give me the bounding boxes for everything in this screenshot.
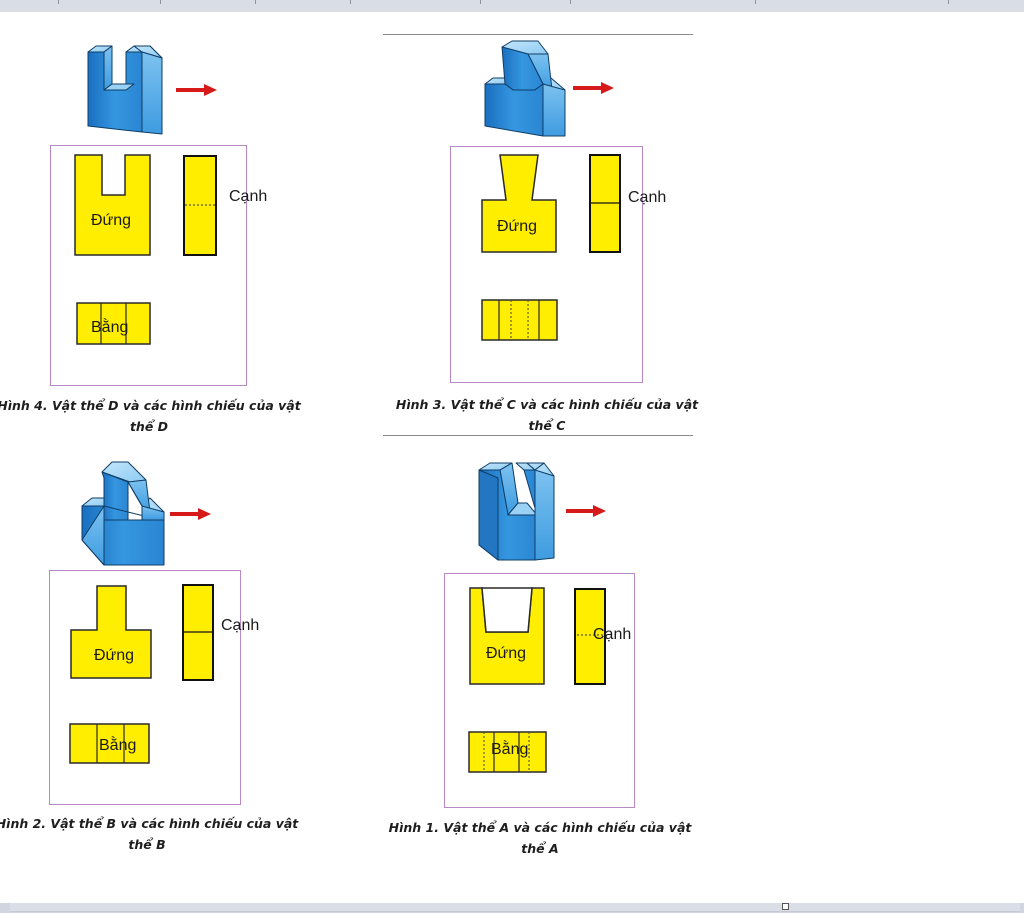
front-view-label-d: Đứng — [91, 212, 132, 229]
bottom-scrollbar[interactable] — [0, 903, 1024, 913]
top-view-label-d: Bằng — [91, 319, 129, 336]
caption-line-2: thể C — [528, 418, 566, 433]
view-direction-arrow-b — [170, 508, 211, 520]
caption-line-1: Hình 1. Vật thể A và các hình chiếu của … — [388, 820, 692, 835]
ruler-tick — [948, 0, 949, 4]
caption-line-1: Hình 3. Vật thể C và các hình chiếu của … — [395, 397, 699, 412]
side-view-label-a: Cạnh — [593, 626, 632, 643]
scrollbar-track[interactable] — [10, 903, 1020, 912]
panel-figure-a — [444, 573, 635, 808]
caption-line-1: Hình 4. Vật thể D và các hình chiếu của … — [0, 398, 301, 413]
ruler-tick — [755, 0, 756, 4]
panel-figure-c — [450, 146, 643, 383]
front-view-c — [481, 154, 557, 253]
side-view-label-d: Cạnh — [229, 188, 268, 205]
panel-figure-d — [50, 145, 247, 386]
top-view-label-b: Bằng — [99, 737, 137, 754]
ruler-tick — [58, 0, 59, 4]
view-direction-arrow-d — [176, 84, 217, 96]
top-view-label-a: Bằng — [491, 741, 529, 758]
caption-line-1: Hình 2. Vật thể B và các hình chiếu của … — [0, 816, 299, 831]
side-view-d — [183, 155, 217, 256]
top-view-b — [69, 723, 150, 764]
caption-figure-c: Hình 3. Vật thể C và các hình chiếu của … — [394, 394, 700, 436]
top-view-c — [481, 299, 558, 341]
caption-figure-b: Hình 2. Vật thể B và các hình chiếu của … — [0, 813, 300, 855]
object-c-3d-icon — [484, 40, 566, 137]
separator-line-middle — [383, 435, 693, 436]
caption-line-2: thể A — [521, 841, 559, 856]
front-view-a — [469, 587, 545, 685]
ruler-tick — [570, 0, 571, 4]
ruler-tick — [350, 0, 351, 4]
object-a-3d-icon — [478, 462, 555, 561]
side-view-b — [182, 584, 214, 681]
ruler-tick — [255, 0, 256, 4]
front-view-b — [70, 585, 152, 679]
panel-figure-b — [49, 570, 241, 805]
side-view-a — [574, 588, 606, 685]
top-view-a — [468, 731, 547, 773]
caption-figure-d: Hình 4. Vật thể D và các hình chiếu của … — [0, 395, 302, 437]
front-view-label-a: Đứng — [486, 645, 527, 662]
object-b-3d-icon — [81, 461, 165, 566]
caption-line-2: thể B — [128, 837, 166, 852]
top-scrollbar[interactable] — [0, 0, 1024, 12]
ruler-tick — [480, 0, 481, 4]
front-view-label-b: Đứng — [94, 647, 135, 664]
ruler-tick — [160, 0, 161, 4]
side-view-label-c: Cạnh — [628, 189, 667, 206]
side-view-label-b: Cạnh — [221, 617, 260, 634]
top-view-d — [76, 302, 151, 345]
resize-handle[interactable] — [782, 903, 789, 910]
object-d-3d-icon — [87, 45, 163, 135]
view-direction-arrow-a — [566, 505, 606, 517]
side-view-c — [589, 154, 621, 253]
front-view-d — [74, 154, 151, 256]
view-direction-arrow-c — [573, 82, 614, 94]
separator-line-top — [383, 34, 693, 35]
caption-figure-a: Hình 1. Vật thể A và các hình chiếu của … — [387, 817, 693, 859]
front-view-label-c: Đứng — [497, 218, 538, 235]
caption-line-2: thể D — [129, 419, 169, 434]
